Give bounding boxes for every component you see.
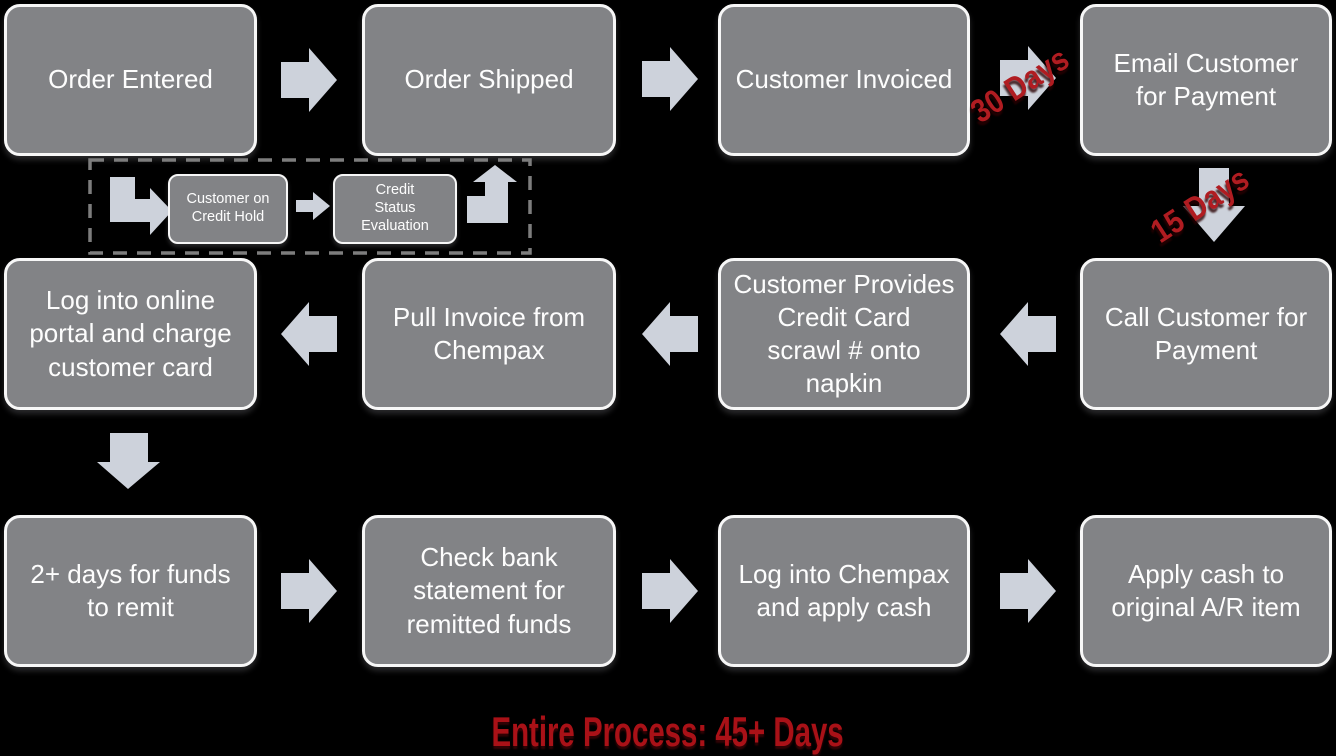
step-credit-status-evaluation: Credit Status Evaluation [333,174,457,244]
step-log-into-portal-charge-card: Log into online portal and charge custom… [4,258,257,410]
credit-hold-loop-outline [88,158,532,255]
bent-arrow-into-credit-hold [110,177,172,235]
total-duration-label: Entire Process: 45+ Days [491,708,845,755]
step-apply-cash-to-ar-item: Apply cash to original A/R item [1080,515,1332,667]
arrow-right-credit-hold-to-credit-status [296,192,330,220]
step-funds-to-remit: 2+ days for funds to remit [4,515,257,667]
arrow-down-portal-to-funds-remit [97,433,160,489]
bent-arrow-up-to-order-shipped [467,165,517,223]
step-customer-invoiced: Customer Invoiced [718,4,970,156]
arrow-right-customer-invoiced-to-email-customer [1000,46,1056,110]
arrow-down-email-to-call-customer [1183,168,1245,242]
arrow-right-log-into-chempax-to-apply-cash [1000,559,1056,623]
step-customer-provides-credit-card: Customer Provides Credit Card scrawl # o… [718,258,970,410]
step-log-into-chempax-apply-cash: Log into Chempax and apply cash [718,515,970,667]
step-email-customer-for-payment: Email Customer for Payment [1080,4,1332,156]
step-order-entered: Order Entered [4,4,257,156]
step-call-customer-for-payment: Call Customer for Payment [1080,258,1332,410]
step-check-bank-statement: Check bank statement for remitted funds [362,515,616,667]
arrow-right-check-bank-to-log-into-chempax [642,559,698,623]
arrow-left-customer-provides-to-pull-invoice [642,302,698,366]
step-pull-invoice-from-chempax: Pull Invoice from Chempax [362,258,616,410]
arrow-left-call-customer-to-customer-provides [1000,302,1056,366]
arrow-right-order-entered-to-order-shipped [281,48,337,112]
arrow-right-order-shipped-to-customer-invoiced [642,47,698,111]
arrow-right-funds-remit-to-check-bank [281,559,337,623]
arrow-left-pull-invoice-to-log-into-portal [281,302,337,366]
total-duration-banner: Entire Process: 45+ Days [0,708,1336,756]
step-order-shipped: Order Shipped [362,4,616,156]
step-customer-on-credit-hold: Customer on Credit Hold [168,174,288,244]
